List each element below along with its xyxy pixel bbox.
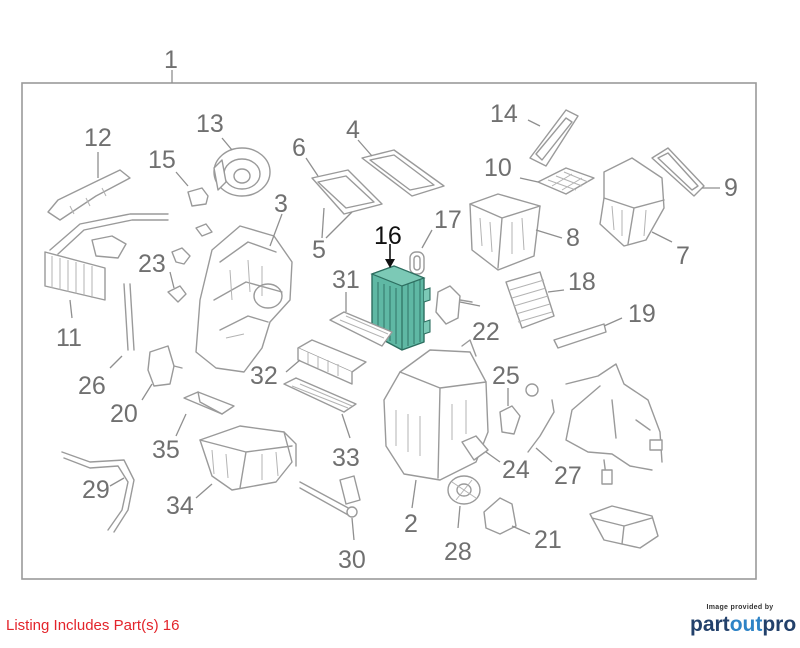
callout-12: 12 [84, 124, 112, 152]
callout-18: 18 [568, 268, 596, 296]
credit-caption: Image provided by [706, 604, 774, 611]
callout-26: 26 [78, 372, 106, 400]
callout-21: 21 [534, 526, 562, 554]
callout-22: 22 [472, 318, 500, 346]
callout-8: 8 [566, 224, 580, 252]
part-duct-lower-right [589, 505, 659, 549]
callout-16-highlighted: 16 [374, 222, 402, 250]
part-30-linkage [299, 475, 361, 541]
part-20-actuator [141, 345, 183, 401]
part-8-intake-unit [469, 193, 563, 271]
part-28-blower-fan [447, 475, 481, 529]
part-3-housing-left [195, 213, 293, 373]
callout-6: 6 [292, 134, 306, 162]
assembly-frame [21, 82, 757, 580]
callout-27: 27 [554, 462, 582, 490]
part-11-heater-core [44, 213, 169, 319]
callout-17: 17 [434, 206, 462, 234]
callout-1: 1 [164, 46, 178, 74]
callout-7: 7 [676, 242, 690, 270]
callout-24: 24 [502, 456, 530, 484]
part-2-housing-right [383, 339, 489, 509]
callout-9: 9 [724, 174, 738, 202]
callout-29: 29 [82, 476, 110, 504]
part-7-upper-cover [599, 157, 673, 247]
part-27-wiring-harness [527, 363, 663, 485]
callout-14: 14 [490, 100, 518, 128]
callout-20: 20 [110, 400, 138, 428]
part-31-mode-door [329, 292, 393, 347]
part-18-filter-block [505, 271, 565, 329]
part-23-grommet [167, 223, 213, 303]
callout-10: 10 [484, 154, 512, 182]
part-32-damper [285, 339, 367, 385]
callout-32: 32 [250, 362, 278, 390]
callout-28: 28 [444, 538, 472, 566]
part-12-duct-bracket [47, 152, 131, 221]
callout-13: 13 [196, 110, 224, 138]
part-25-sensor [499, 383, 539, 435]
part-35-door [175, 391, 235, 437]
listing-note: Listing Includes Part(s) 16 [6, 617, 180, 634]
part-22-actuator [435, 285, 481, 325]
callout-33: 33 [332, 444, 360, 472]
callout-30: 30 [338, 546, 366, 574]
part-5-clips [321, 207, 353, 239]
part-29-hose [61, 451, 135, 533]
callout-15: 15 [148, 146, 176, 174]
part-33-damper [283, 377, 357, 439]
callout-2: 2 [404, 510, 418, 538]
part-14-seal-gasket [527, 109, 579, 167]
callout-11: 11 [56, 324, 82, 352]
callout-31: 31 [332, 266, 360, 294]
logo-out-text: out [729, 613, 763, 636]
part-21-bracket [483, 497, 531, 535]
part-17-seal [409, 229, 433, 275]
logo-part-text: part [690, 613, 730, 636]
part-6-filter-frame [305, 157, 383, 215]
callout-5: 5 [312, 236, 326, 264]
part-34-lower-case [195, 425, 297, 499]
part-26-drain-hose [109, 283, 135, 369]
callout-4: 4 [346, 116, 360, 144]
callout-34: 34 [166, 492, 194, 520]
part-10-filter [519, 167, 595, 195]
callout-3: 3 [274, 190, 288, 218]
part-19-strip [553, 317, 623, 349]
callout-35: 35 [152, 436, 180, 464]
logo-pro-text: pro [762, 613, 797, 636]
callout-19: 19 [628, 300, 656, 328]
callout-25: 25 [492, 362, 520, 390]
callout-23: 23 [138, 250, 166, 278]
image-credit: Image provided by partoutpro [690, 604, 796, 636]
part-9-gasket [651, 147, 720, 197]
part-15-clip [175, 171, 209, 207]
partoutpro-logo: partoutpro [690, 613, 796, 636]
part-4-air-filter [357, 139, 445, 197]
part-13-blower-motor [213, 137, 271, 197]
callout-labels: 1 2 3 4 5 6 7 8 9 10 11 12 13 14 15 16 1… [56, 46, 738, 574]
part-24-resistor [461, 435, 501, 463]
